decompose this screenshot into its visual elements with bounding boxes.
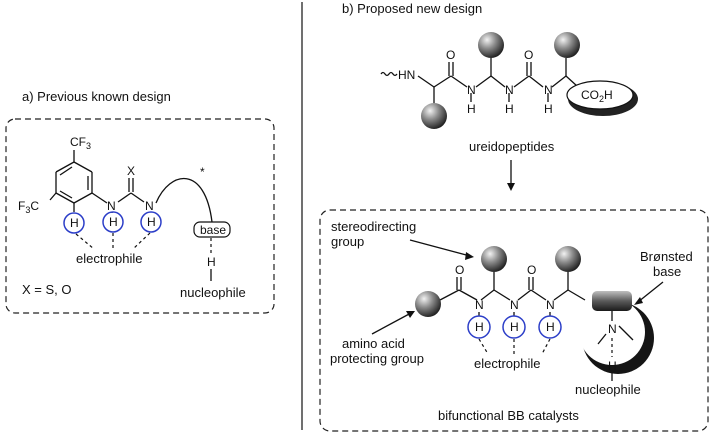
side-chain-ball [478,32,504,58]
thiourea-n2: N [145,199,154,213]
panel-b-nucleophile: nucleophile [575,382,641,397]
amide-h-1: H [467,102,476,116]
co2h-group [566,80,634,110]
amine-n-atom: N [608,322,617,336]
bronsted-base-sphere [579,299,645,365]
nucleophile-h-b: H [608,359,617,373]
catalyst-h-1: H [475,320,484,334]
catalyst-n-3: N [546,298,555,312]
urea-n-1: N [505,83,514,97]
catalyst-n-2: N [510,298,519,312]
nucleophile-h-atom: H [207,255,216,269]
amino-acid-label-1: amino acid [342,336,405,351]
ureidopeptides-label: ureidopeptides [469,139,555,154]
hbond-donor-circle [140,211,162,233]
hn-label: HN [398,68,415,82]
catalyst-n-1: N [475,298,484,312]
n1-h-atom: H [109,215,118,229]
catalyst-backbone [439,272,586,301]
wavy-bond [380,71,398,77]
base-box [193,221,231,238]
bronsted-label-2: base [653,264,681,279]
panel-b: b) Proposed new design HN [319,1,709,432]
co2h-label: CO2H [581,88,613,104]
x-atom: X [127,164,135,178]
cf3-left-label: F3C [18,199,39,215]
panel-a-nucleophile: nucleophile [180,285,246,300]
amino-acid-label-2: protecting group [330,351,424,366]
bronsted-base-block [592,291,632,311]
catalysts-caption: bifunctional BB catalysts [438,408,579,423]
panel-a-heading: a) Previous known design [22,89,171,104]
panel-a-box [5,118,275,314]
catalyst-box [319,209,709,432]
panel-a: a) Previous known design CF3 F3C H N H [5,89,275,314]
bronsted-arrow [637,281,664,303]
protecting-group-ball [415,291,441,317]
panel-b-electrophile: electrophile [474,356,541,371]
transform-arrow-head [507,183,515,191]
panel-b-heading: b) Proposed new design [342,1,482,16]
x-definition: X = S, O [22,282,72,297]
stereo-star: * [200,165,205,179]
stereodirecting-ball [555,246,581,272]
hbond-donor-circle [63,212,85,234]
hbond-donor-circle [502,315,526,339]
carbonyl-o-2: O [524,48,533,62]
bronsted-label-1: Brønsted [640,249,693,264]
side-chain-ball [421,103,447,129]
cf3-top-label: CF3 [70,135,91,151]
hbond-donor-circle [538,315,562,339]
catalyst-o-2: O [527,263,536,277]
hbond-donor-circle [467,315,491,339]
stereodirecting-ball [481,246,507,272]
stereodirecting-arrow [409,239,471,257]
aryl-h-atom: H [70,216,79,230]
ureidopeptide-backbone [417,58,578,103]
hbond-donor-circle [102,211,124,233]
urea-n-2: N [544,83,553,97]
carbonyl-o-1: O [446,48,455,62]
urea-h-1: H [505,102,514,116]
panel-a-electrophile: electrophile [76,251,143,266]
n2-h-atom: H [147,215,156,229]
base-label: base [200,223,226,237]
amide-n-1: N [467,83,476,97]
protecting-group-arrow [371,312,412,335]
stereodirecting-label-2: group [331,234,364,249]
thiourea-n1: N [107,199,116,213]
catalyst-o-1: O [455,263,464,277]
stereodirecting-label-1: stereodirecting [331,219,416,234]
chiral-linker [155,178,213,223]
side-chain-ball [554,32,580,58]
catalyst-h-3: H [546,320,555,334]
urea-h-2: H [544,102,553,116]
catalyst-h-2: H [510,320,519,334]
aryl-ring [55,161,93,204]
